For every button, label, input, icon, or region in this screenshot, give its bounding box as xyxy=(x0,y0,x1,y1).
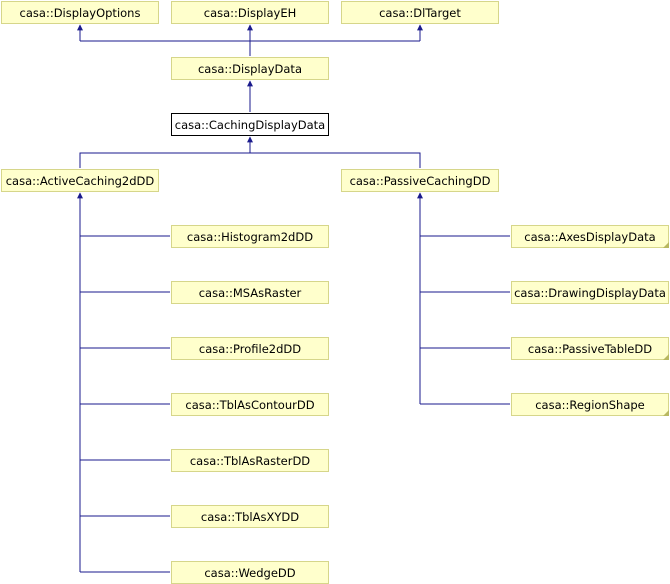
node-display-data[interactable]: casa::DisplayData xyxy=(171,57,329,80)
edge-active-passive-bus xyxy=(79,152,421,168)
node-wedge-dd[interactable]: casa::WedgeDD xyxy=(171,561,329,584)
node-ms-as-raster[interactable]: casa::MSAsRaster xyxy=(171,281,329,304)
node-drawing-display-data[interactable]: casa::DrawingDisplayData xyxy=(511,281,669,304)
node-profile-2d-dd[interactable]: casa::Profile2dDD xyxy=(171,337,329,360)
node-caching-display-data: casa::CachingDisplayData xyxy=(171,113,329,136)
node-active-caching-2d-dd[interactable]: casa::ActiveCaching2dDD xyxy=(1,169,159,192)
node-passive-table-dd[interactable]: casa::PassiveTableDD xyxy=(511,337,669,360)
node-region-shape[interactable]: casa::RegionShape xyxy=(511,393,669,416)
node-histogram-2d-dd[interactable]: casa::Histogram2dDD xyxy=(171,225,329,248)
node-tbl-as-raster-dd[interactable]: casa::TblAsRasterDD xyxy=(171,449,329,472)
node-tbl-as-contour-dd[interactable]: casa::TblAsContourDD xyxy=(171,393,329,416)
node-display-eh[interactable]: casa::DisplayEH xyxy=(171,1,329,24)
node-axes-display-data[interactable]: casa::AxesDisplayData xyxy=(511,225,669,248)
node-display-options[interactable]: casa::DisplayOptions xyxy=(1,1,159,24)
node-tbl-as-xy-dd[interactable]: casa::TblAsXYDD xyxy=(171,505,329,528)
node-dl-target[interactable]: casa::DlTarget xyxy=(341,1,499,24)
node-passive-caching-dd[interactable]: casa::PassiveCachingDD xyxy=(341,169,499,192)
